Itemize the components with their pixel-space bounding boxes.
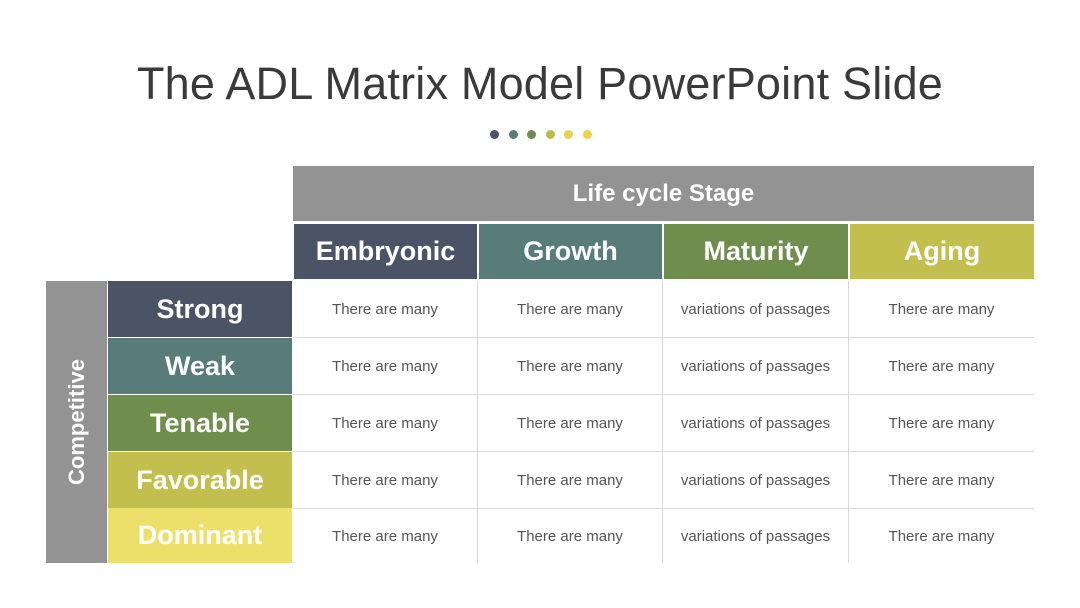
matrix-grid: There are many There are many variations… [293, 281, 1034, 563]
matrix-cell: There are many [293, 281, 478, 338]
matrix-cell: variations of passages [663, 452, 849, 509]
matrix-cell: There are many [293, 452, 478, 509]
matrix-cell: variations of passages [663, 281, 849, 338]
dot-icon [564, 130, 573, 139]
row-header-favorable: Favorable [108, 452, 292, 508]
dot-icon [527, 130, 536, 139]
matrix-cell: There are many [849, 281, 1034, 338]
column-header-maturity: Maturity [664, 224, 848, 279]
matrix-cell: There are many [888, 527, 995, 545]
matrix-cell: There are many [478, 338, 663, 395]
matrix-cell: There are many [478, 395, 663, 452]
dot-icon [545, 130, 555, 139]
row-header-strong: Strong [108, 281, 292, 337]
matrix-cell: There are many [293, 395, 478, 452]
matrix-cell: There are many [849, 395, 1034, 452]
matrix-cell: There are many [849, 452, 1034, 509]
matrix-cell: variations of passages [663, 395, 849, 452]
competitive-side-label: Competitive [46, 281, 107, 563]
dot-icon [508, 130, 518, 139]
matrix-cell: variations of passages [663, 338, 849, 395]
competitive-label-text: Competitive [63, 359, 89, 485]
dot-icon [582, 130, 592, 139]
matrix-cell: variations of passages [663, 509, 849, 563]
row-header-weak: Weak [108, 338, 292, 394]
column-header-growth: Growth [479, 224, 662, 279]
matrix-cell: There are many [478, 281, 663, 338]
row-header-tenable: Tenable [108, 395, 292, 451]
life-cycle-stage-header: Life cycle Stage [293, 166, 1034, 221]
decorative-dots [490, 130, 592, 139]
matrix-cell: There are many [478, 452, 663, 509]
matrix-cell: There are many [478, 509, 663, 563]
column-header-aging: Aging [850, 224, 1034, 279]
column-header-embryonic: Embryonic [294, 224, 477, 279]
matrix-cell: There are many [849, 338, 1034, 395]
matrix-cell: There are many [293, 338, 478, 395]
slide-title: The ADL Matrix Model PowerPoint Slide [136, 58, 944, 109]
dot-icon [490, 130, 499, 139]
row-header-dominant: Dominant [108, 508, 292, 563]
matrix-cell: There are many [293, 509, 478, 563]
